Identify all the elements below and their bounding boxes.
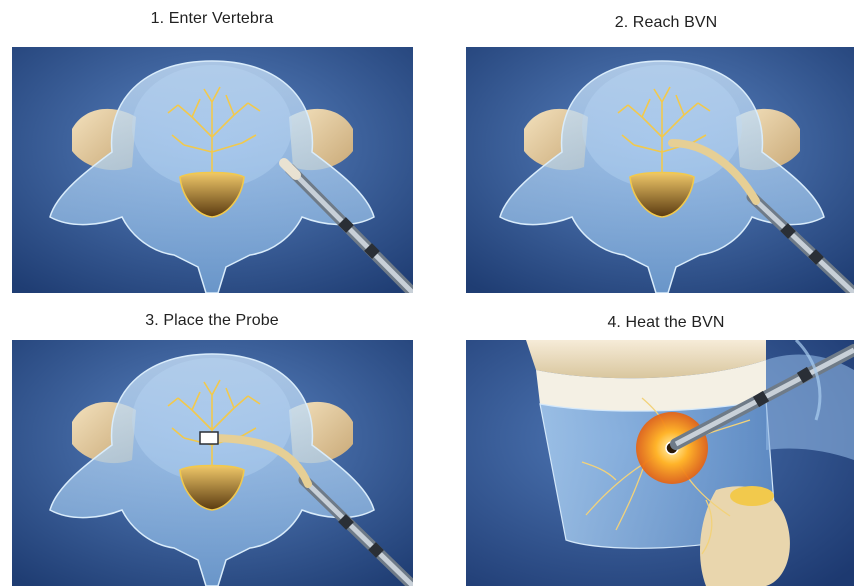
- step-3-caption: 3. Place the Probe: [12, 312, 412, 330]
- step-2-caption: 2. Reach BVN: [466, 14, 854, 32]
- panel-place-probe: [12, 340, 413, 586]
- vertebra-illustration-2: [466, 47, 854, 293]
- rf-probe-electrode: [200, 432, 218, 444]
- vertebra-illustration-4: [466, 340, 854, 586]
- panel-reach-bvn: [466, 47, 854, 293]
- panel-enter-vertebra: [12, 47, 413, 293]
- vertebra-illustration-3: [12, 340, 413, 586]
- panel-heat-bvn: [466, 340, 854, 586]
- nerve-root: [730, 486, 774, 506]
- step-4-caption: 4. Heat the BVN: [466, 314, 854, 332]
- vertebra-illustration-1: [12, 47, 413, 293]
- step-1-caption: 1. Enter Vertebra: [12, 10, 412, 28]
